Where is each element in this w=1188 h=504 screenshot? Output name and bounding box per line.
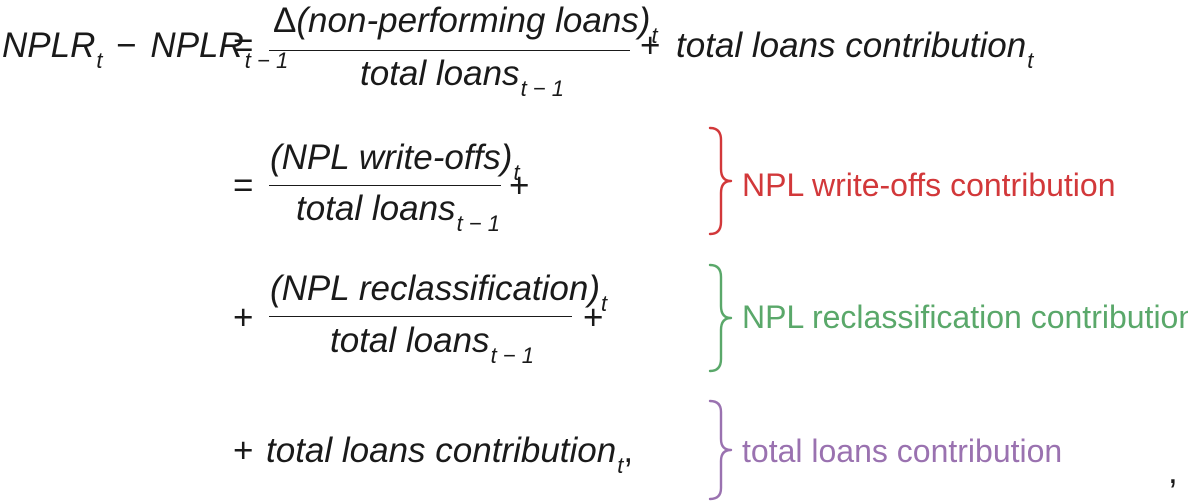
lhs-minus: − — [116, 26, 137, 65]
delta-symbol: Δ — [273, 1, 297, 40]
brace-writeoffs — [708, 126, 733, 236]
lhs-sub-t-1: t − 1 — [244, 48, 289, 73]
trailing-comma: , — [1168, 452, 1178, 491]
fraction-1-numerator: Δ(non-performing loans)t — [273, 1, 658, 48]
plus-sign-3a: + — [233, 298, 254, 337]
label-reclassification-contribution: NPL reclassification contribution — [742, 299, 1188, 335]
fraction-3-denominator: total loanst − 1 — [330, 321, 534, 368]
label-total-loans-contribution: total loans contribution — [742, 433, 1063, 469]
fraction-3-numerator: (NPL reclassification)t — [270, 269, 608, 316]
lhs-expression: NPLRt − NPLRt − 1 — [2, 26, 289, 73]
fraction-2-numerator: (NPL write-offs)t — [270, 138, 520, 185]
equals-sign-1: = — [233, 26, 254, 65]
label-writeoffs-contribution: NPL write-offs contribution — [742, 167, 1116, 203]
fraction-1-bar — [269, 50, 630, 51]
lhs-sub-t: t — [96, 48, 103, 73]
plus-sign-4: + — [233, 431, 254, 470]
line1-trailing-term: total loans contributiont — [676, 26, 1034, 73]
fraction-1-denominator: total loanst − 1 — [360, 54, 564, 101]
plus-sign-1: + — [640, 26, 661, 65]
plus-sign-3b: + — [583, 298, 604, 337]
plus-sign-2: + — [509, 166, 530, 205]
equals-sign-2: = — [233, 166, 254, 205]
line4-total-loans-term: total loans contributiont, — [266, 431, 634, 478]
fraction-2-bar — [269, 185, 501, 186]
fraction-3-bar — [269, 316, 572, 317]
brace-reclassification — [708, 263, 733, 373]
lhs-term-nplr-t: NPLR — [2, 26, 96, 65]
lhs-term-nplr-t-1: NPLR — [150, 26, 244, 65]
fraction-2-denominator: total loanst − 1 — [296, 189, 500, 236]
brace-total-loans — [708, 399, 733, 501]
